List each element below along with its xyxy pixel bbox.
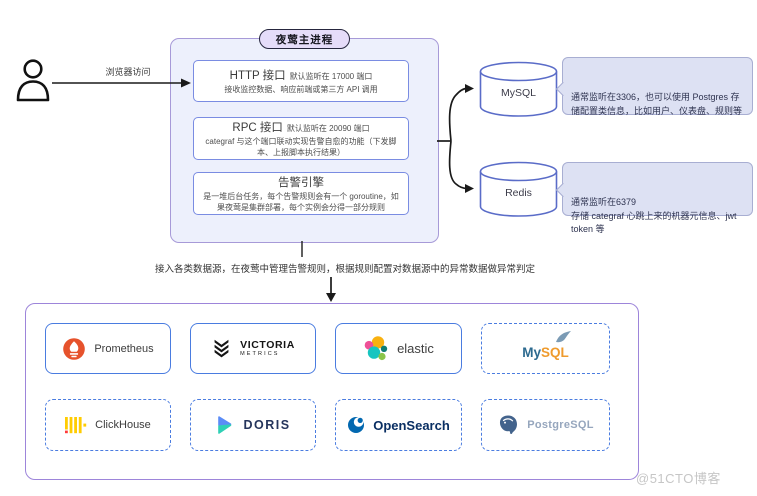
opensearch-icon xyxy=(348,417,365,433)
module-subtitle: 默认监听在 20090 端口 xyxy=(286,124,370,134)
datasource-label: elastic xyxy=(397,341,434,356)
datasource-postgresql: PostgreSQL xyxy=(481,399,610,451)
module-desc: 接收监控数据、响应前端或第三方 API 调用 xyxy=(224,85,378,95)
datasource-label: ClickHouse xyxy=(95,419,151,431)
datasource-label-sql: SQL xyxy=(541,344,569,360)
storage-brace-connector xyxy=(437,87,468,190)
flow-note: 接入各类数据源，在夜莺中管理告警规则，根据规则配置对数据源中的异常数据做异常判定 xyxy=(154,264,535,275)
module-subtitle: 默认监听在 17000 端口 xyxy=(289,72,373,82)
postgresql-icon xyxy=(500,415,518,434)
database-cylinder-icon xyxy=(479,61,558,117)
mysql-dolphin-icon xyxy=(555,330,571,342)
clickhouse-icon xyxy=(65,417,87,434)
datasource-label-my: My xyxy=(522,344,541,360)
note-to-datasources-arrow xyxy=(326,277,336,302)
callout-tail xyxy=(555,81,571,97)
datasource-elastic: elastic xyxy=(335,323,462,374)
datasource-label: OpenSearch xyxy=(373,417,450,433)
module-rpc-interface: RPC 接口默认监听在 20090 端口 categraf 与这个端口联动实现告… xyxy=(193,117,409,160)
doris-icon xyxy=(218,416,232,434)
database-cylinder-icon xyxy=(479,161,558,217)
module-desc: 是一堆后台任务，每个告警规则会有一个 goroutine，如果夜莺是集群部署，每… xyxy=(203,192,399,212)
cylinder-label: Redis xyxy=(505,187,532,199)
datasource-doris: DORIS xyxy=(190,399,316,451)
module-alert-title-row: 告警引擎 xyxy=(278,173,324,191)
victoriametrics-wordmark: VICTORIA METRICS xyxy=(240,340,295,358)
datasource-mysql: MySQL xyxy=(481,323,610,374)
mysql-wordmark: MySQL xyxy=(522,330,571,362)
watermark: @51CTO博客 xyxy=(636,471,721,486)
callout-tail xyxy=(555,182,571,198)
callout-text: 通常监听在6379 存储 categraf 心跳上来的机器元信息、jwt tok… xyxy=(571,197,737,234)
user-icon xyxy=(16,59,50,102)
cylinder-label: MySQL xyxy=(500,87,536,99)
victoriametrics-icon xyxy=(214,339,229,357)
datasource-label: VICTORIA xyxy=(240,338,295,351)
datasource-sublabel: METRICS xyxy=(240,350,280,357)
module-title: RPC 接口 xyxy=(232,122,283,135)
module-rpc-title-row: RPC 接口默认监听在 20090 端口 xyxy=(232,118,369,136)
module-title: HTTP 接口 xyxy=(229,70,286,83)
module-http-title-row: HTTP 接口默认监听在 17000 端口 xyxy=(230,66,373,84)
redis-cylinder: Redis xyxy=(479,161,558,218)
elastic-icon xyxy=(364,336,388,361)
mysql-cylinder: MySQL xyxy=(479,61,558,118)
datasource-prometheus: Prometheus xyxy=(45,323,171,374)
datasource-label: PostgreSQL xyxy=(527,419,594,431)
prometheus-icon xyxy=(63,337,86,360)
datasource-label: Prometheus xyxy=(94,342,154,355)
module-title: 告警引擎 xyxy=(278,177,324,190)
mysql-callout: 通常监听在3306，也可以使用 Postgres 存储配置类信息，比如用户、仪表… xyxy=(555,57,753,116)
module-alert-engine: 告警引擎 是一堆后台任务，每个告警规则会有一个 goroutine，如果夜莺是集… xyxy=(193,172,409,215)
datasource-opensearch: OpenSearch xyxy=(335,399,462,451)
module-desc: categraf 与这个端口联动实现告警自愈的功能（下发脚本、上报脚本执行结果） xyxy=(205,137,397,157)
main-process-title: 夜莺主进程 xyxy=(259,29,350,49)
callout-text: 通常监听在3306，也可以使用 Postgres 存储配置类信息，比如用户、仪表… xyxy=(571,92,743,116)
datasource-victoriametrics: VICTORIA METRICS xyxy=(190,323,316,374)
redis-callout: 通常监听在6379 存储 categraf 心跳上来的机器元信息、jwt tok… xyxy=(555,162,753,234)
browser-access-label: 浏览器访问 xyxy=(105,67,151,77)
datasource-label: DORIS xyxy=(243,418,291,432)
datasource-clickhouse: ClickHouse xyxy=(45,399,171,451)
module-http-interface: HTTP 接口默认监听在 17000 端口 接收监控数据、响应前端或第三方 AP… xyxy=(193,60,409,102)
